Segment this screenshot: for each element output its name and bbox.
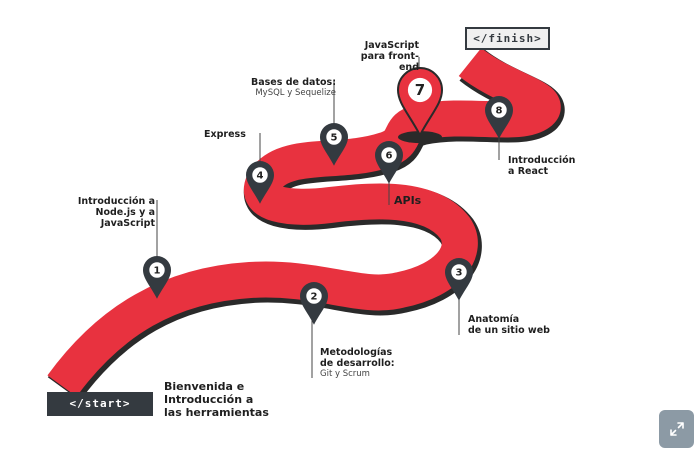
milestone-3-label: Anatomía de un sitio web <box>468 314 550 336</box>
milestone-4-label: Express <box>204 129 246 140</box>
milestone-number-2: 2 <box>311 292 318 303</box>
milestone-2-title: Metodologías de desarrollo: <box>320 347 395 369</box>
milestone-number-5: 5 <box>331 133 338 144</box>
milestone-2-label: Metodologías de desarrollo: Git y Scrum <box>320 347 395 380</box>
milestone-8-label: Introducción a React <box>508 155 575 177</box>
milestone-pin-3: 3 <box>445 258 473 301</box>
milestone-pin-5: 5 <box>320 123 348 166</box>
milestone-6-label: APIs <box>394 195 421 206</box>
milestone-2-subtitle: Git y Scrum <box>320 369 370 379</box>
welcome-label: Bienvenida e Introducción a las herramie… <box>164 380 269 419</box>
expand-button[interactable] <box>659 410 694 448</box>
milestone-number-1: 1 <box>154 266 161 277</box>
milestone-pin-7: 7 <box>396 67 444 144</box>
milestone-5-label: Bases de datos: MySQL y Sequelize <box>236 77 336 99</box>
start-tag: </start> <box>47 392 153 416</box>
milestone-1-title: Introducción a Node.js y a JavaScript <box>77 196 155 229</box>
milestone-number-3: 3 <box>456 268 463 279</box>
milestone-pin-8: 8 <box>485 96 513 139</box>
road <box>47 47 561 397</box>
milestone-5-title: Bases de datos: <box>251 77 336 88</box>
expand-arrows-icon <box>669 422 684 436</box>
milestone-pin-2: 2 <box>300 282 328 325</box>
finish-tag: </finish> <box>465 27 550 50</box>
milestone-number-7: 7 <box>415 81 425 99</box>
milestone-3-title: Anatomía de un sitio web <box>468 314 550 336</box>
milestone-number-8: 8 <box>496 106 503 117</box>
milestone-4-title: Express <box>204 129 246 140</box>
milestone-pin-1: 1 <box>143 256 171 299</box>
milestone-7-title: JavaScript para front-end <box>360 40 419 73</box>
milestone-8-title: Introducción a React <box>508 155 576 177</box>
milestone-6-title: APIs <box>394 194 422 207</box>
milestone-pin-6: 6 <box>375 141 403 184</box>
milestone-5-subtitle: MySQL y Sequelize <box>255 88 336 98</box>
milestone-number-6: 6 <box>386 151 393 162</box>
milestone-7-label: JavaScript para front-end <box>343 40 419 73</box>
milestone-number-4: 4 <box>257 171 264 182</box>
milestone-pin-4: 4 <box>246 161 274 204</box>
milestone-1-label: Introducción a Node.js y a JavaScript <box>69 196 155 229</box>
